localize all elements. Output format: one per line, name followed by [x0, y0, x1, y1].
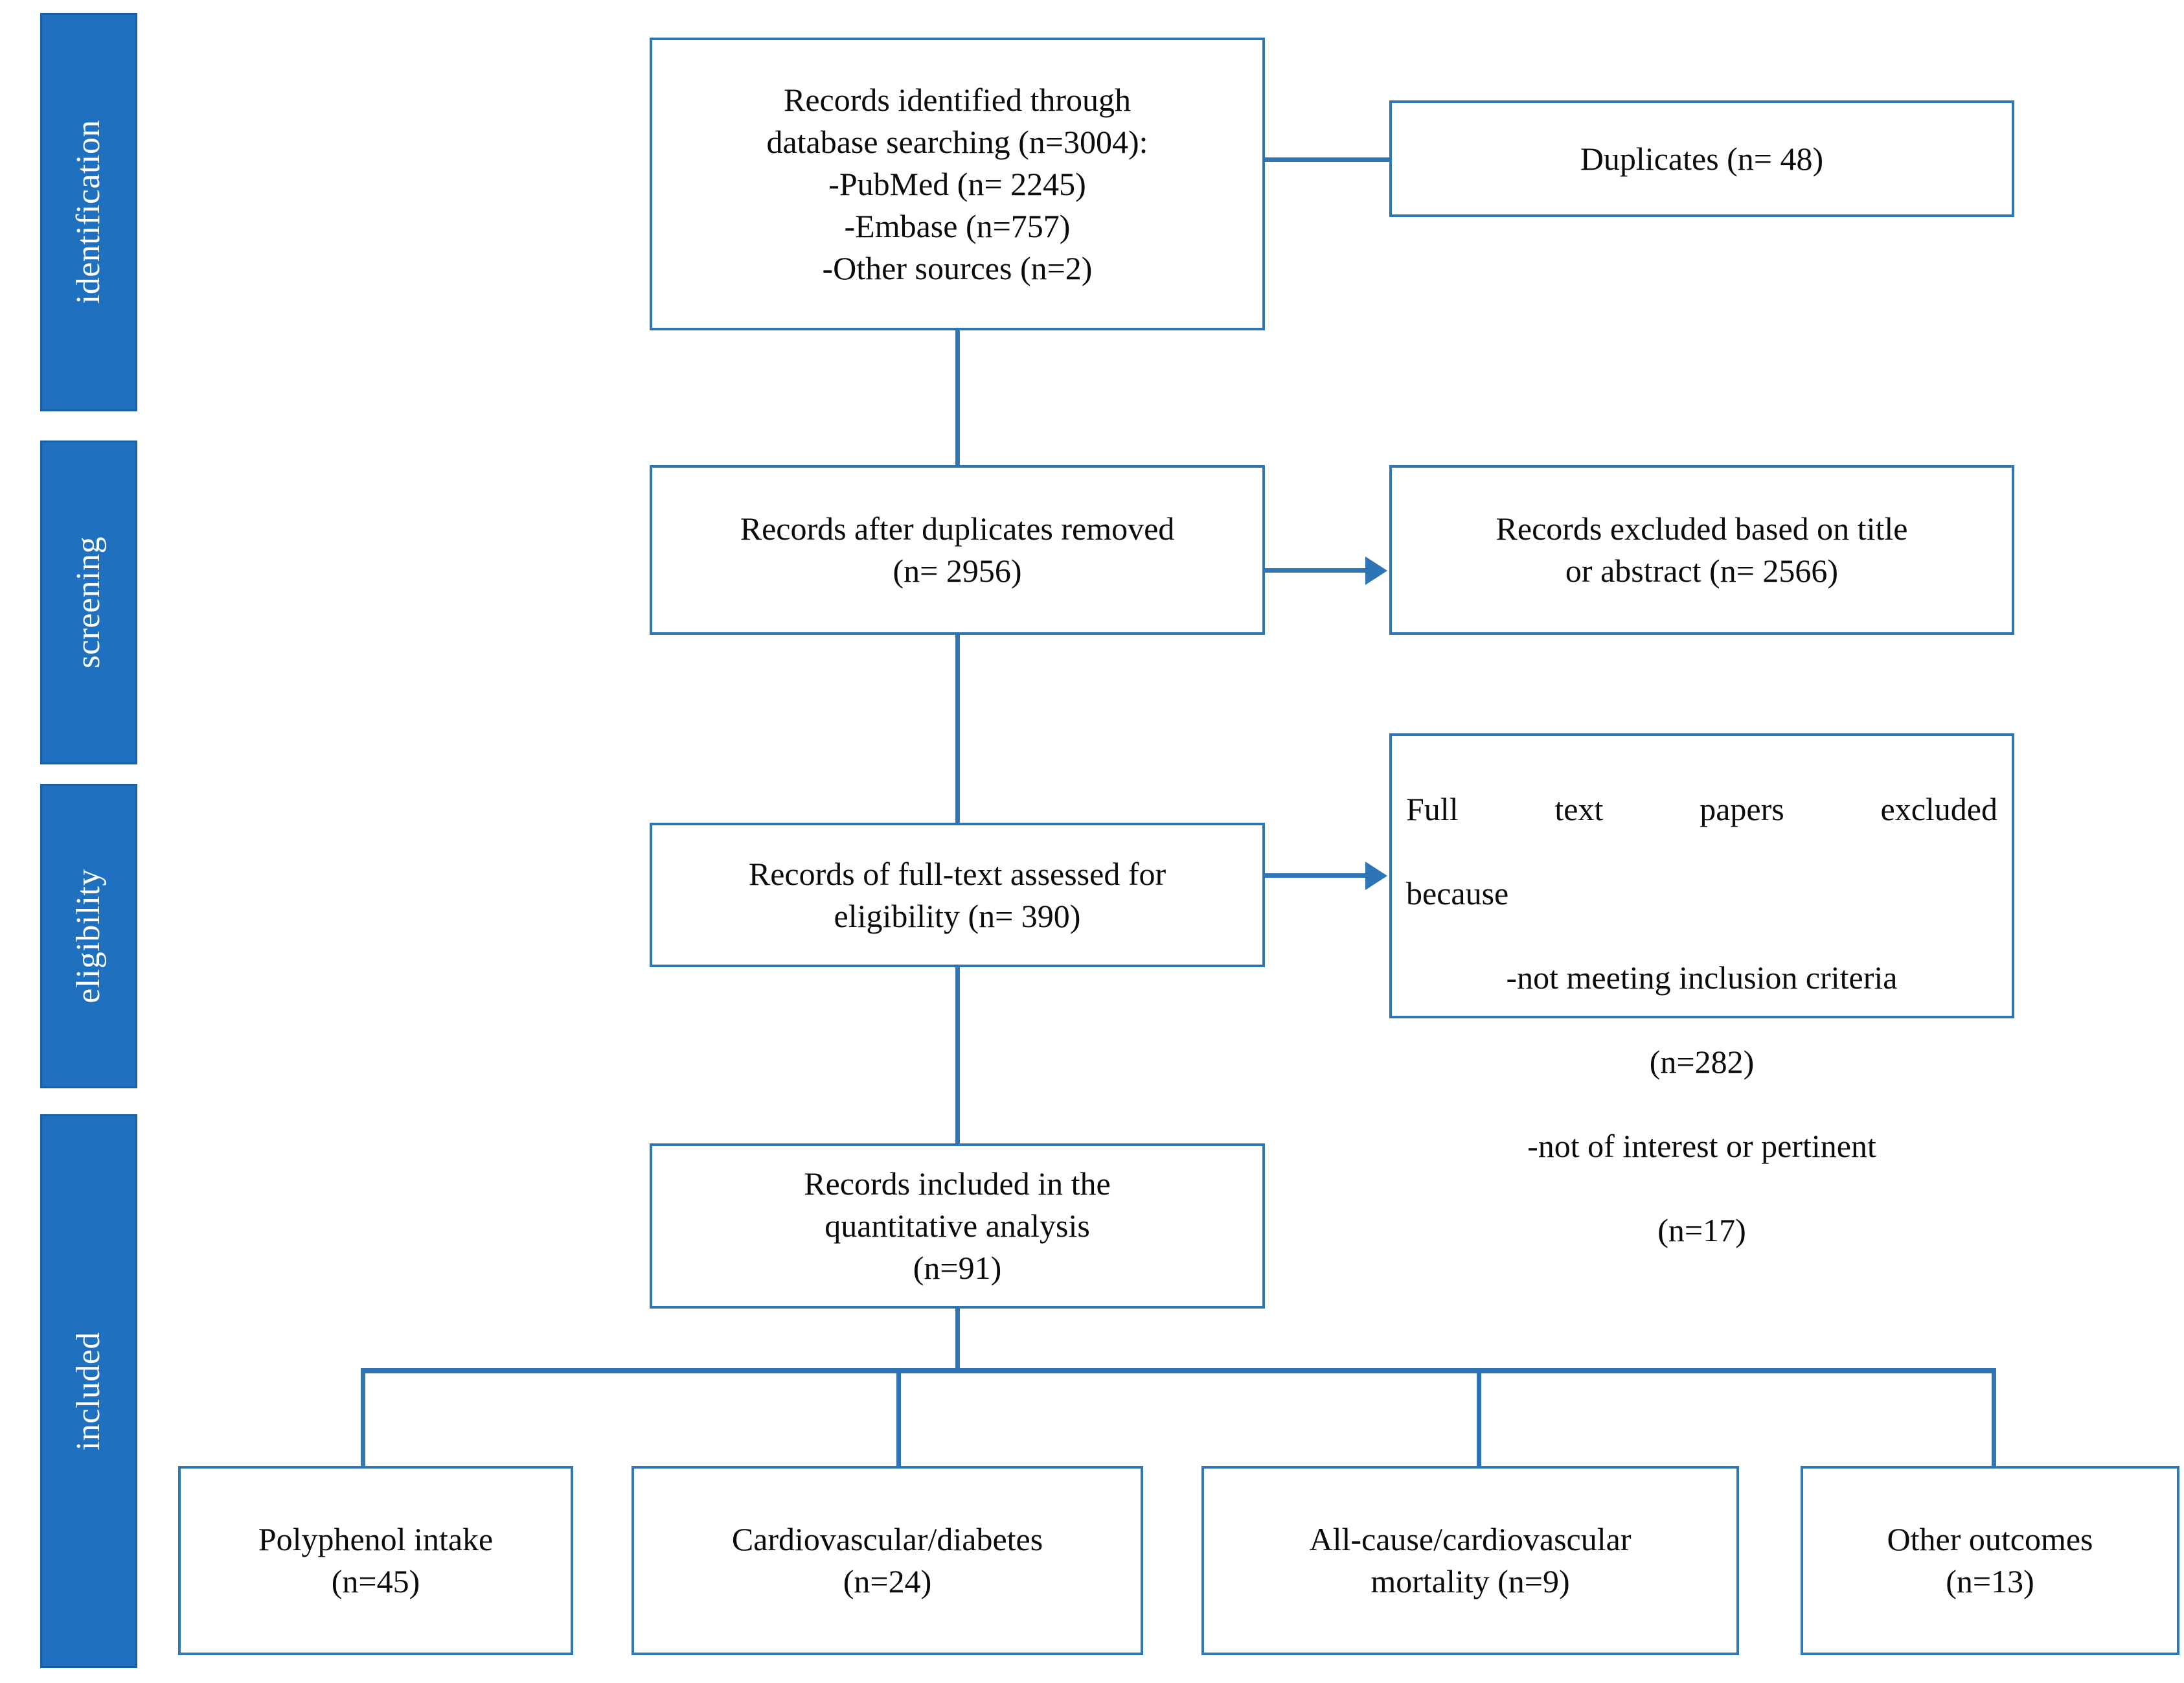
box-fulltext-assessed-text: Records of full-text assessed for eligib… — [748, 855, 1166, 934]
connector-screening-down — [955, 635, 960, 823]
connector-drop-cardiovascular-diabetes — [896, 1368, 901, 1467]
box-outcome-other-outcomes: Other outcomes (n=13) — [1801, 1466, 2179, 1655]
box-records-after-duplicates-text: Records after duplicates removed (n= 295… — [740, 510, 1175, 589]
fulltext-excluded-line-2: because — [1406, 875, 1509, 911]
box-included-quantitative: Records included in the quantitative ana… — [650, 1143, 1265, 1309]
box-duplicates: Duplicates (n= 48) — [1389, 100, 2014, 217]
fulltext-excluded-line-3: -not meeting inclusion criteria — [1506, 959, 1898, 996]
connector-included-down — [955, 1309, 960, 1372]
fulltext-excluded-line-5: -not of interest or pertinent — [1527, 1128, 1876, 1164]
fulltext-excluded-line-6: (n=17) — [1657, 1212, 1746, 1248]
connector-eligibility-down — [955, 967, 960, 1143]
box-duplicates-text: Duplicates (n= 48) — [1580, 140, 1824, 177]
connector-screening-arrow-line — [1265, 568, 1375, 573]
box-outcome-cardiovascular-diabetes: Cardiovascular/diabetes (n=24) — [631, 1466, 1143, 1655]
box-fulltext-assessed: Records of full-text assessed for eligib… — [650, 823, 1265, 967]
box-outcome-polyphenol-intake-text: Polyphenol intake (n=45) — [258, 1521, 494, 1599]
box-outcome-other-outcomes-text: Other outcomes (n=13) — [1887, 1521, 2093, 1599]
stage-bar-included: included — [40, 1114, 137, 1668]
connector-identified-down — [955, 330, 960, 465]
box-outcome-all-cause-mortality: All-cause/cardiovascular mortality (n=9) — [1201, 1466, 1739, 1655]
box-records-after-duplicates: Records after duplicates removed (n= 295… — [650, 465, 1265, 635]
stage-bar-screening: screening — [40, 441, 137, 764]
stage-label-included: included — [70, 1331, 107, 1451]
box-outcome-polyphenol-intake: Polyphenol intake (n=45) — [178, 1466, 573, 1655]
fulltext-excluded-line-1: Full text papers excluded — [1406, 791, 1997, 827]
stage-bar-eligibility: eligibility — [40, 784, 137, 1088]
connector-outcomes-bus — [361, 1368, 1996, 1373]
box-records-excluded-title-abstract-text: Records excluded based on title or abstr… — [1496, 510, 1908, 589]
connector-eligibility-arrow-line — [1265, 873, 1375, 878]
stage-label-screening: screening — [70, 536, 107, 669]
connector-drop-polyphenol-intake — [361, 1368, 365, 1467]
connector-eligibility-arrow-head — [1365, 862, 1387, 890]
connector-drop-other-outcomes — [1992, 1368, 1996, 1467]
stage-label-identification: identification — [70, 120, 107, 304]
connector-identified-to-duplicates — [1265, 157, 1389, 162]
stage-label-eligibility: eligibility — [70, 869, 107, 1003]
fulltext-excluded-line-4: (n=282) — [1649, 1044, 1755, 1080]
box-records-identified-text: Records identified through database sear… — [766, 81, 1148, 286]
box-outcome-all-cause-mortality-text: All-cause/cardiovascular mortality (n=9) — [1309, 1521, 1632, 1599]
stage-bar-identification: identification — [40, 13, 137, 411]
box-fulltext-excluded: Full text papers excluded because -not m… — [1389, 733, 2014, 1248]
box-records-excluded-title-abstract: Records excluded based on title or abstr… — [1389, 465, 2014, 635]
box-included-quantitative-text: Records included in the quantitative ana… — [804, 1165, 1111, 1286]
connector-screening-arrow-head — [1365, 556, 1387, 585]
box-outcome-cardiovascular-diabetes-text: Cardiovascular/diabetes (n=24) — [731, 1521, 1043, 1599]
connector-drop-all-cause-mortality — [1477, 1368, 1481, 1467]
box-records-identified: Records identified through database sear… — [650, 38, 1265, 330]
box-fulltext-excluded-text: Full text papers excluded because -not m… — [1406, 746, 1997, 1294]
